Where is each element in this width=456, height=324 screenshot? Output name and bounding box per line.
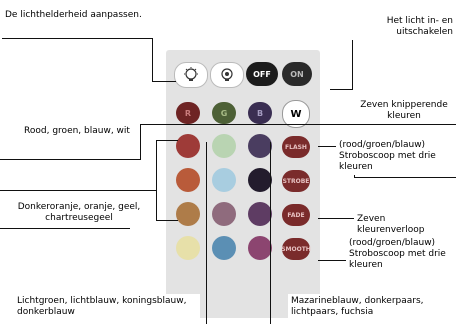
color-button[interactable] xyxy=(176,236,200,260)
smooth-button[interactable]: SMOOTH xyxy=(281,238,311,260)
leader-line xyxy=(2,38,152,39)
color-button[interactable] xyxy=(212,134,236,158)
callout-col3: Mazarineblauw, donkerpaars, lichtpaars, … xyxy=(288,294,456,320)
leader-line xyxy=(140,124,141,160)
leader-line xyxy=(156,140,157,220)
leader-line xyxy=(206,142,207,324)
red-button[interactable]: R xyxy=(176,102,200,124)
leader-line xyxy=(354,177,456,178)
callout-fade: Zeven kleurenverloop xyxy=(354,212,456,238)
color-button[interactable] xyxy=(212,236,236,260)
brightness-up-button[interactable] xyxy=(210,62,244,88)
leader-line xyxy=(352,37,353,89)
blue-button[interactable]: B xyxy=(248,102,272,124)
callout-brightness: De lichthelderheid aanpassen. xyxy=(2,8,162,23)
color-button[interactable] xyxy=(212,168,236,192)
brightness-down-button[interactable] xyxy=(174,62,208,88)
color-button[interactable] xyxy=(248,236,272,260)
color-button[interactable] xyxy=(248,168,272,192)
leader-line xyxy=(152,38,153,81)
color-button[interactable] xyxy=(248,202,272,226)
white-button[interactable]: W xyxy=(282,100,310,128)
callout-strobe: (rood/groen/blauw) Stroboscoop met drie … xyxy=(336,138,456,175)
color-button[interactable] xyxy=(176,202,200,226)
fade-button[interactable]: FADE xyxy=(282,204,310,226)
remote-control: OFF ON R G B W FLASH STROBE FADE SMOOTH xyxy=(166,50,320,318)
green-button[interactable]: G xyxy=(212,102,236,124)
leader-line xyxy=(156,220,178,221)
callout-col1-lower: Lichtgroen, lichtblauw, koningsblauw, do… xyxy=(14,294,200,320)
leader-line xyxy=(140,124,456,125)
callout-smooth: (rood/groen/blauw) Stroboscoop met drie … xyxy=(346,236,456,273)
leader-line xyxy=(330,89,353,90)
on-button[interactable]: ON xyxy=(282,62,312,86)
callout-flash: Zeven knipperende kleuren xyxy=(352,98,456,124)
bulb-bright-icon xyxy=(221,68,233,81)
leader-line xyxy=(0,228,130,229)
leader-line xyxy=(270,142,271,324)
strobe-button[interactable]: STROBE xyxy=(282,170,310,192)
leader-line xyxy=(156,140,178,141)
color-button[interactable] xyxy=(176,134,200,158)
leader-line xyxy=(0,190,157,191)
color-button[interactable] xyxy=(248,134,272,158)
leader-line xyxy=(0,159,140,160)
leader-line xyxy=(152,81,176,82)
bulb-icon xyxy=(184,67,198,81)
off-button[interactable]: OFF xyxy=(246,62,278,86)
callout-rgbw: Rood, groen, blauw, wit xyxy=(18,124,136,139)
flash-button[interactable]: FLASH xyxy=(282,136,310,158)
color-button[interactable] xyxy=(212,202,236,226)
color-button[interactable] xyxy=(176,168,200,192)
callout-onoff: Het licht in- en uitschakelen xyxy=(328,14,456,40)
callout-col1-upper: Donkeroranje, oranje, geel, chartreusege… xyxy=(6,200,152,226)
